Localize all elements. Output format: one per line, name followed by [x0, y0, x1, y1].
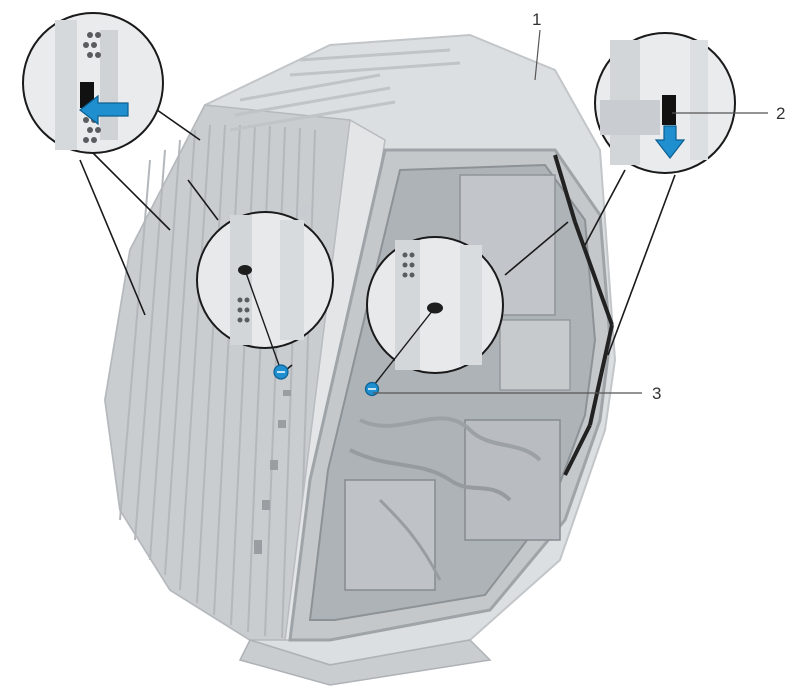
computer-chassis — [103, 33, 617, 686]
latch-tab — [662, 95, 676, 125]
blue-arrow-left-icon — [79, 94, 129, 126]
screw-icon — [364, 381, 380, 397]
callout-1: 1 — [532, 10, 541, 81]
callout-number: 2 — [776, 104, 785, 123]
magnifier-latch-release — [22, 12, 164, 154]
mesh-pattern — [83, 32, 101, 143]
gpu-bracket — [344, 479, 436, 591]
hdd-bay — [499, 319, 571, 391]
screw-icon — [273, 364, 289, 380]
callout-number: 3 — [652, 384, 661, 403]
magnifier-screw-hole-left — [196, 211, 334, 380]
blue-arrow-down-icon — [654, 125, 686, 159]
cable-bundle-3 — [378, 498, 442, 581]
magnifier-screw-hole-right — [364, 236, 504, 397]
front-io-ports — [254, 204, 311, 554]
callout-3: 3 — [373, 384, 661, 403]
screw-hole — [427, 302, 443, 314]
cable-bundle-2 — [349, 448, 512, 502]
chassis-base — [238, 639, 492, 686]
frame-seal-strips — [553, 154, 614, 476]
cable-bundle-1 — [359, 416, 542, 462]
callout-number: 1 — [532, 10, 541, 29]
top-vent-slats — [229, 48, 461, 132]
callout-2: 2 — [672, 104, 785, 123]
vent-grille — [119, 124, 316, 640]
magnifier-latch-down — [594, 32, 736, 174]
